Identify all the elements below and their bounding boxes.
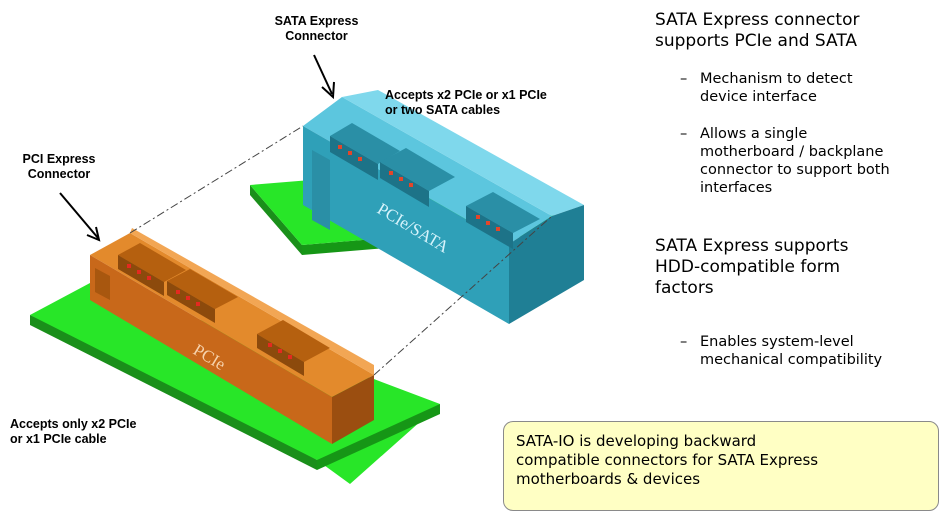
pcie-arrow — [59, 192, 99, 239]
heading-form-factors: SATA Express supports HDD-compatible for… — [655, 236, 849, 298]
pcie-accepts-label: Accepts only x2 PCIe or x1 PCIe cable — [10, 417, 137, 446]
bullet-single-connector: – Allows a single motherboard / backplan… — [680, 126, 890, 196]
pci-express-connector-label: PCI Express Connector — [22, 152, 96, 181]
sata-arrow — [313, 54, 333, 95]
sata-express-connector-label: SATA Express Connector — [274, 14, 359, 43]
heading-sata-support: SATA Express connector supports PCIe and… — [655, 10, 860, 51]
sata-express-connector — [303, 90, 584, 324]
arrows — [59, 54, 335, 242]
pci-express-connector — [90, 228, 374, 444]
connector-diagram: PCIe/SATA PCIe — [30, 54, 584, 484]
alignment-lines — [129, 125, 553, 376]
sata-accepts-label: Accepts x2 PCIe or x1 PCIe or two SATA c… — [385, 88, 547, 117]
sata-io-callout: SATA-IO is developing backward compatibl… — [503, 421, 939, 511]
